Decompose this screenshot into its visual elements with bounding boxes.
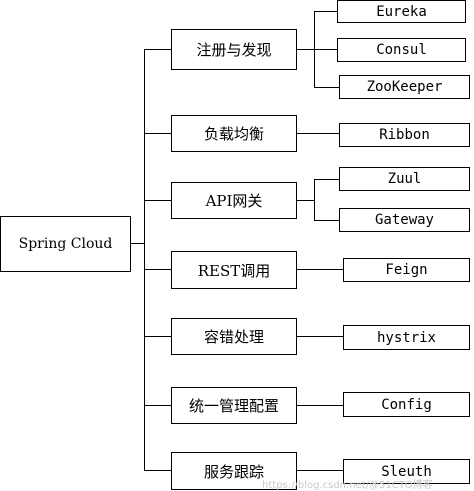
leaf-label: Sleuth bbox=[381, 463, 432, 480]
leaf-label: Feign bbox=[385, 262, 428, 278]
category-label: 容错处理 bbox=[203, 328, 264, 346]
leaf-label: ZooKeeper bbox=[366, 79, 443, 95]
category-label: 服务跟踪 bbox=[203, 462, 264, 481]
category-registry: 注册与发现 bbox=[171, 29, 297, 70]
leaf-label: Config bbox=[381, 396, 432, 413]
category-label: 注册与发现 bbox=[196, 41, 272, 59]
leaf-label: Ribbon bbox=[379, 127, 430, 143]
category-label: REST调用 bbox=[197, 261, 271, 280]
leaf-label: Eureka bbox=[376, 3, 427, 20]
category-fault-tolerance: 容错处理 bbox=[171, 318, 297, 355]
leaf-sleuth: Sleuth bbox=[343, 459, 470, 484]
leaf-eureka: Eureka bbox=[337, 0, 466, 23]
leaf-config: Config bbox=[343, 392, 470, 417]
root-label: Spring Cloud bbox=[18, 236, 113, 252]
watermark: https://blog.csdn.net/@51CTO博客 bbox=[262, 480, 433, 491]
category-rest-call: REST调用 bbox=[171, 251, 297, 289]
leaf-gateway: Gateway bbox=[339, 208, 470, 232]
category-service-tracing: 服务跟踪 bbox=[171, 452, 297, 490]
category-config-management: 统一管理配置 bbox=[171, 387, 297, 424]
leaf-label: Consul bbox=[376, 42, 427, 58]
leaf-consul: Consul bbox=[337, 38, 466, 62]
category-api-gateway: API网关 bbox=[171, 182, 297, 219]
category-load-balancing: 负载均衡 bbox=[171, 115, 297, 152]
leaf-ribbon: Ribbon bbox=[339, 123, 470, 147]
leaf-zuul: Zuul bbox=[339, 167, 470, 191]
leaf-label: hystrix bbox=[376, 329, 436, 346]
category-label: 统一管理配置 bbox=[188, 397, 279, 415]
leaf-label: Zuul bbox=[387, 171, 422, 187]
category-label: 负载均衡 bbox=[203, 125, 264, 143]
root-node: Spring Cloud bbox=[0, 216, 131, 272]
leaf-label: Gateway bbox=[374, 212, 434, 228]
leaf-hystrix: hystrix bbox=[343, 325, 470, 350]
category-label: API网关 bbox=[205, 192, 263, 210]
leaf-zookeeper: ZooKeeper bbox=[339, 75, 470, 99]
leaf-feign: Feign bbox=[343, 258, 470, 282]
